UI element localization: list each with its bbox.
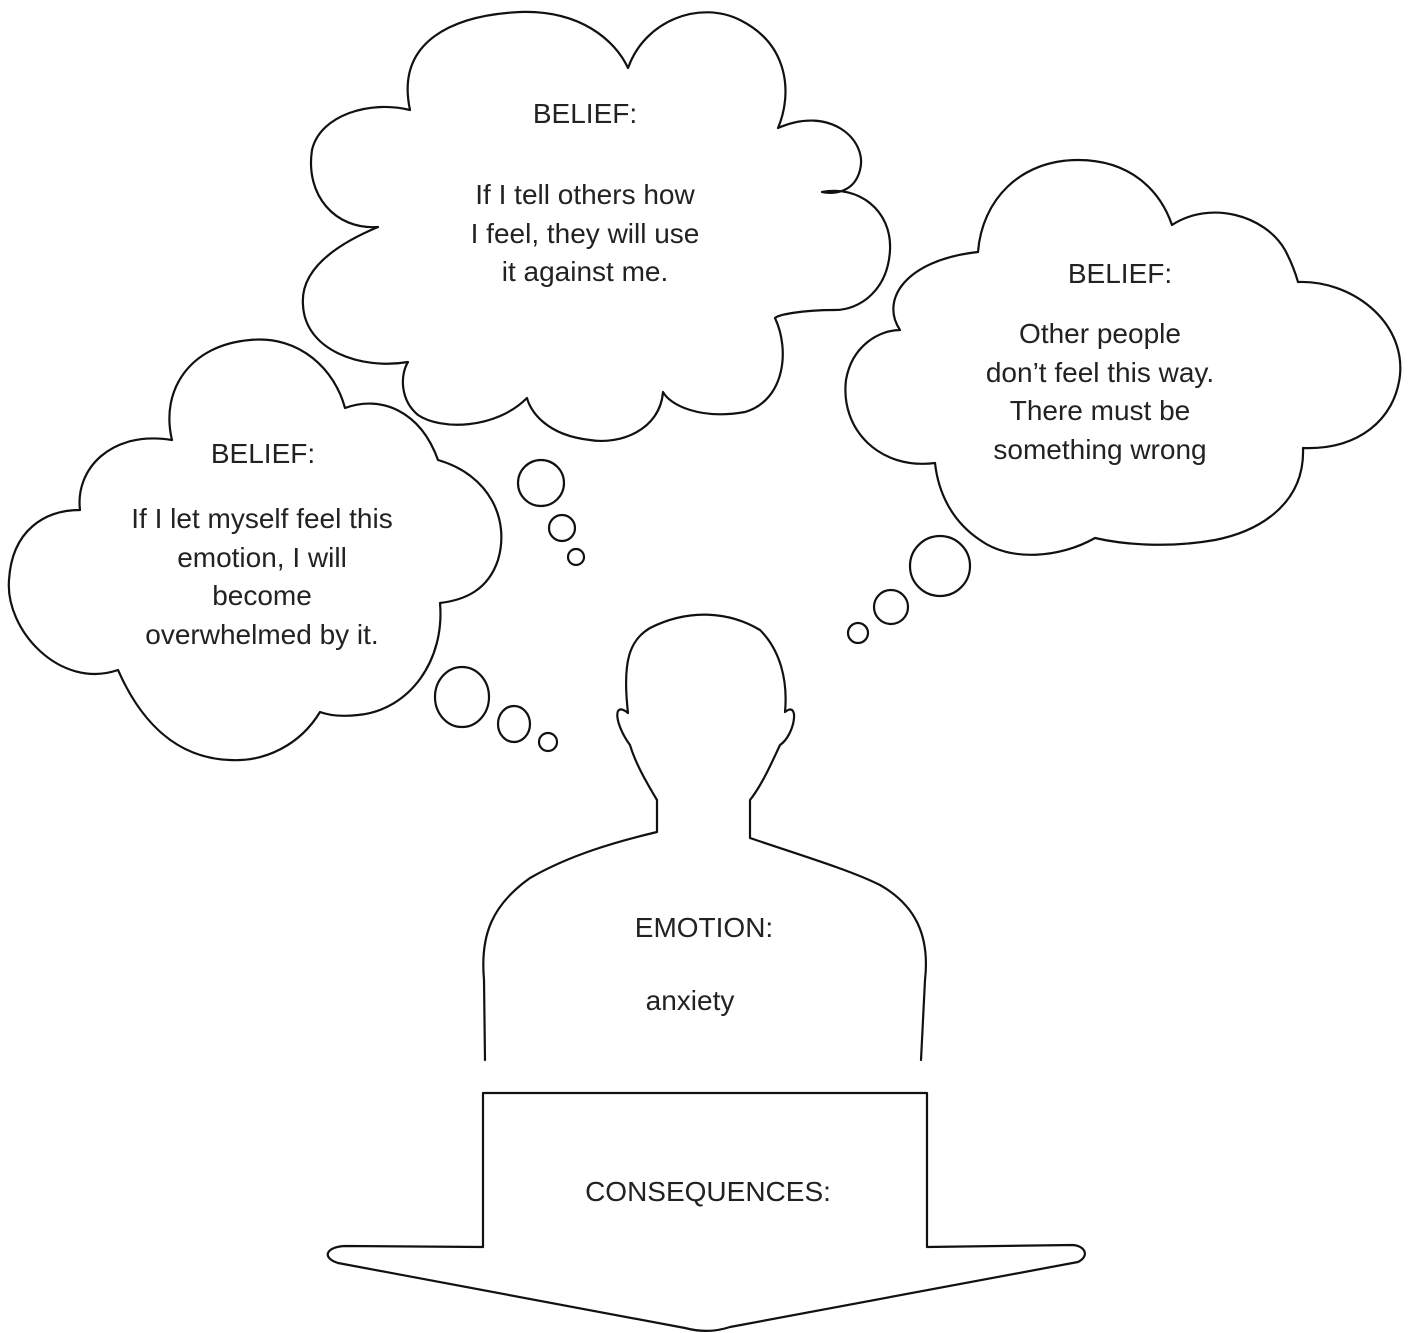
- person-silhouette: [482, 613, 927, 1062]
- left-thought-cloud: [7, 338, 503, 762]
- left-thought-bubble-large: [433, 665, 491, 729]
- consequences-heading: CONSEQUENCES:: [585, 1176, 831, 1207]
- top-belief-line: it against me.: [501, 256, 669, 287]
- left-belief-line: overwhelmed by it.: [145, 618, 379, 650]
- top-thought-cloud: [301, 10, 892, 442]
- right-belief-heading: BELIEF:: [1067, 258, 1173, 289]
- right-belief-line: something wrong: [993, 433, 1207, 465]
- right-thought-bubble-small: [846, 621, 870, 645]
- left-belief-line: emotion, I will: [177, 541, 347, 573]
- consequences-arrow: [326, 1091, 1086, 1332]
- left-belief-line: become: [212, 580, 312, 611]
- left-belief-line: If I let myself feel this: [131, 503, 393, 534]
- top-thought-bubble-small: [566, 547, 586, 567]
- right-belief-line: don’t feel this way.: [985, 356, 1215, 388]
- top-thought-bubble-large: [516, 458, 566, 508]
- left-thought-bubble-small: [537, 731, 559, 753]
- emotion-value: anxiety: [645, 985, 735, 1016]
- left-belief-heading: BELIEF:: [210, 438, 316, 469]
- right-belief-line: There must be: [1009, 395, 1191, 426]
- top-belief-text: If I tell others how I feel, they will u…: [430, 176, 740, 292]
- right-thought-bubble-medium: [872, 588, 910, 626]
- left-thought-bubble-medium: [496, 704, 532, 744]
- left-belief-text: If I let myself feel this emotion, I wil…: [92, 500, 432, 654]
- top-belief-line: If I tell others how: [475, 179, 695, 210]
- right-belief-line: Other people: [1019, 318, 1181, 349]
- emotion-heading: EMOTION:: [634, 912, 774, 943]
- top-thought-bubble-medium: [547, 513, 577, 543]
- right-thought-bubble-large: [908, 534, 972, 598]
- right-thought-cloud: [844, 158, 1402, 556]
- top-belief-line: I feel, they will use: [470, 217, 700, 249]
- top-belief-heading: BELIEF:: [532, 98, 638, 129]
- right-belief-text: Other people don’t feel this way. There …: [945, 315, 1255, 469]
